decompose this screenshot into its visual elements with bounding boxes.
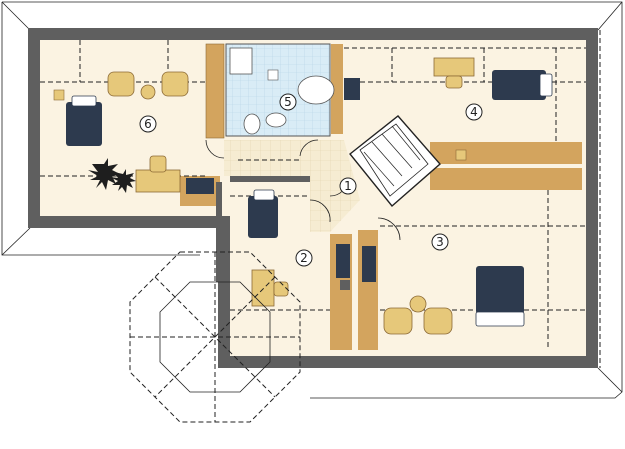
desk: [251, 269, 275, 307]
armchair: [107, 71, 135, 97]
room-labels: 6 5 4 1 2 3: [139, 93, 483, 267]
armchair: [423, 307, 453, 335]
bathtub: [297, 75, 335, 105]
bed: [492, 70, 546, 100]
svg-text:3: 3: [436, 235, 444, 249]
room-label-6: 6: [139, 115, 157, 133]
bay-roof-outline: [129, 251, 301, 423]
roof-outline: [1, 1, 623, 399]
svg-text:1: 1: [344, 179, 352, 193]
room-label-4: 4: [465, 103, 483, 121]
room-label-5: 5: [279, 93, 297, 111]
washbasin: [265, 112, 287, 128]
room-label-1: 1: [339, 177, 357, 195]
bed: [248, 196, 278, 238]
room-3-furniture: [362, 246, 525, 335]
armchair: [383, 307, 413, 335]
armchair: [161, 71, 189, 97]
svg-text:4: 4: [470, 105, 478, 119]
bathroom: [225, 43, 335, 137]
bed: [66, 102, 102, 146]
svg-text:6: 6: [144, 117, 152, 131]
svg-text:5: 5: [284, 95, 292, 109]
svg-text:2: 2: [300, 251, 308, 265]
desk: [135, 169, 181, 193]
plant-icon: [88, 158, 136, 193]
room-2-furniture: [248, 189, 350, 307]
toilet: [243, 113, 261, 135]
shower-tray: [229, 47, 253, 75]
desk: [433, 57, 475, 77]
room-label-2: 2: [295, 249, 313, 267]
bed: [476, 266, 524, 314]
hall: [224, 140, 360, 232]
room-label-3: 3: [431, 233, 449, 251]
room-4-furniture: [344, 57, 553, 161]
room-6-furniture: [53, 71, 214, 194]
staircase: [349, 115, 441, 208]
